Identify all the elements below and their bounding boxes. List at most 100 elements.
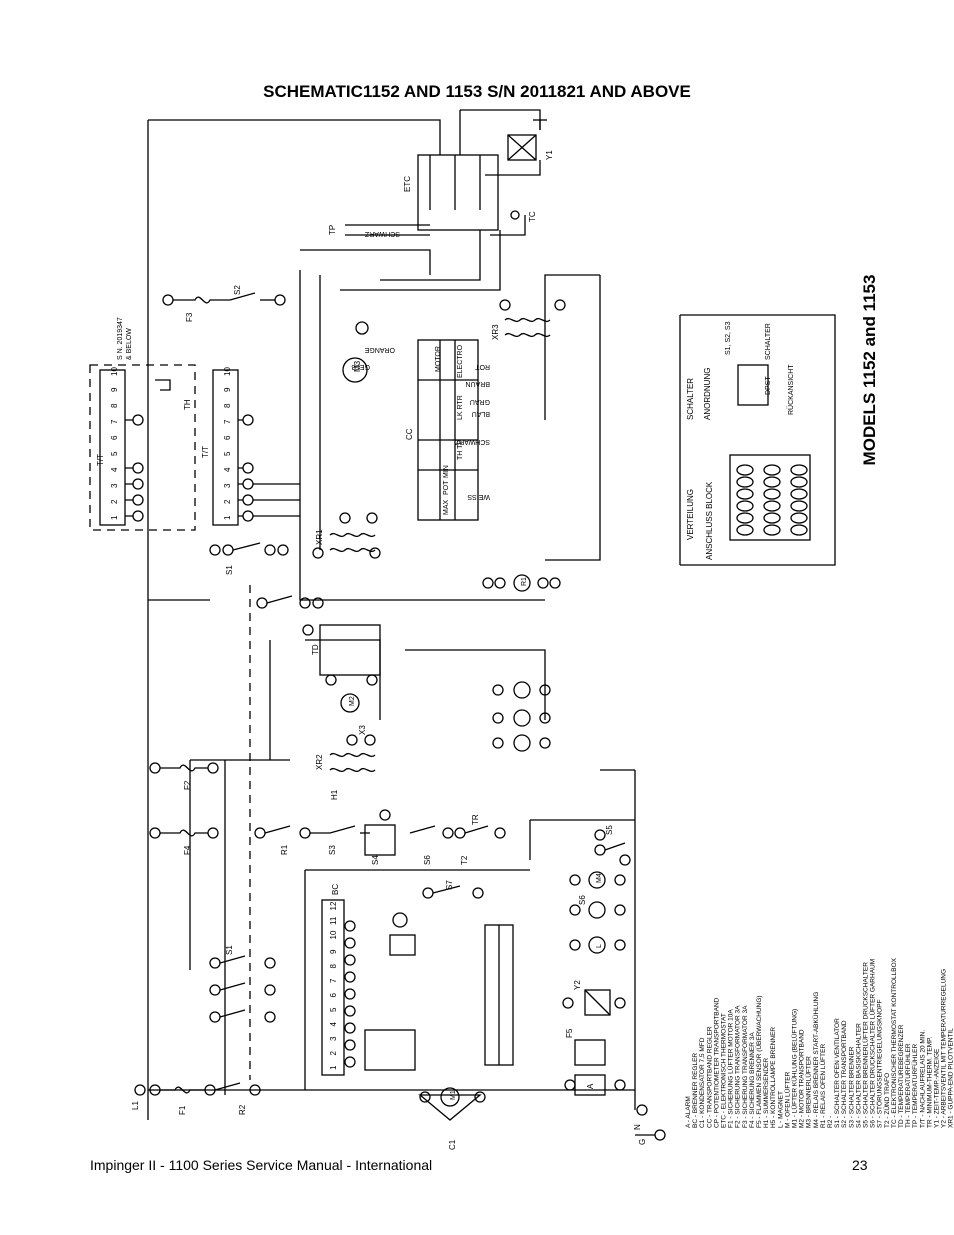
f5-label: F5 — [565, 1028, 574, 1038]
verteilung-terminal — [736, 488, 754, 500]
wire-color-grau: GRAU — [470, 398, 490, 405]
legend-entry: TR - MINIMUM-THERM. TEMP. — [926, 1036, 933, 1128]
bc-number: 3 — [329, 1036, 338, 1041]
legend-entry: F4 - SICHERUNG BRENNER 3A — [749, 1032, 756, 1128]
legend-entry: CC - TRANSPORTBAND REGLER — [706, 1026, 713, 1128]
footer-manual-title: Impinger II - 1100 Series Service Manual… — [90, 1157, 433, 1173]
verteilung-terminal — [790, 488, 808, 500]
c1-label: C1 — [448, 1139, 457, 1150]
xr1-label: XR1 — [315, 529, 324, 545]
legend-entry: M2 - MOTOR TRANSPORTBAND — [799, 1029, 806, 1128]
f1-label: F1 — [178, 1105, 187, 1115]
tt-upper-label: T/T — [96, 454, 105, 466]
sn-note-line2: & BELOW — [126, 328, 133, 360]
s3-label: S3 — [328, 845, 337, 855]
bc-label: BC — [331, 884, 340, 895]
legend-entry: L - MAGNET — [777, 1091, 784, 1128]
s6-label: S6 — [423, 855, 432, 865]
m3-motor — [342, 357, 368, 383]
wire-color-gelb: GELB — [351, 363, 370, 370]
verteilung-terminal — [736, 524, 754, 536]
tc-wire — [490, 215, 526, 236]
tt-upper-number: 10 — [110, 367, 119, 376]
l1-f1-r2-row — [134, 1082, 261, 1096]
tt-lower-number: 10 — [223, 367, 232, 376]
bc-ring-terminals — [344, 912, 416, 1071]
legend-entry: C1 - KONDENSATOR 7,5 MFD — [699, 1037, 706, 1128]
bc-number: 5 — [329, 1007, 338, 1012]
n-label: N — [633, 1124, 642, 1130]
tt-lower-number: 6 — [223, 435, 232, 440]
legend-entry: H5 - KONTROLLAMPE BRENNER — [770, 1027, 777, 1128]
wire-color-orange: ORANGE — [364, 346, 395, 353]
s5-switch — [594, 829, 631, 866]
s1-lower-switch — [209, 955, 276, 1023]
verteilung-terminal — [790, 476, 808, 488]
tt-lower-number: 7 — [223, 419, 232, 424]
tt-upper-number: 1 — [110, 515, 119, 520]
verteilung-terminal — [763, 476, 781, 488]
motor-m2 — [325, 674, 378, 713]
tb-connector — [484, 924, 514, 1066]
legend-entry: TC - ELEKTRONISCHER THERMOSTAT KONTROLLB… — [891, 957, 898, 1128]
tt-upper-number: 9 — [110, 387, 119, 392]
tt-ring-terminals — [125, 414, 300, 522]
page-number: 23 — [852, 1157, 868, 1173]
cc-terminal-pot: POT — [443, 480, 450, 495]
xr1-transformer — [312, 512, 381, 559]
page-title: SCHEMATIC1152 AND 1153 S/N 2011821 AND A… — [263, 82, 691, 101]
legend-entry: XR1 - GUPPA-END PILOTVENTIL — [948, 1028, 954, 1128]
r1-contact-label: R1 — [280, 844, 289, 855]
tt-upper-number: 7 — [110, 419, 119, 424]
y2-label: Y2 — [573, 980, 582, 990]
tt-lower-label: T/T — [201, 446, 210, 458]
bc-block — [321, 899, 345, 1076]
legend-entry: H1 - SUMMERSENDER — [763, 1058, 770, 1128]
tc-label: TC — [528, 211, 537, 222]
verteilung-terminal — [736, 476, 754, 488]
verteilung-terminal — [736, 464, 754, 476]
verteilung-terminal — [790, 524, 808, 536]
bc-number: 1 — [329, 1065, 338, 1070]
verteilung-terminal — [763, 524, 781, 536]
legend-entry: Y2 - ARBEITSVENTIL MIT TEMPERATURREGELUN… — [941, 969, 948, 1128]
m-fan — [355, 321, 369, 335]
wire-color-braun: BRAUN — [465, 380, 490, 387]
verteilung-terminal — [790, 464, 808, 476]
legend-entry: F1 - SICHERUNG LÜFTER MOTOR 10A — [727, 1009, 735, 1128]
wire-color-weiss: WEISS — [467, 493, 490, 500]
verteilung-terminal — [763, 500, 781, 512]
tt-lower-number: 4 — [223, 467, 232, 472]
verteilung-title: VERTEILUNG — [686, 489, 695, 540]
verteilung-terminal — [736, 512, 754, 524]
s7-label: S7 — [445, 880, 454, 890]
m1-label: M1 — [450, 1090, 457, 1100]
switch-mid — [256, 595, 324, 609]
verteilung-terminal — [763, 464, 781, 476]
tt-upper-number: 5 — [110, 451, 119, 456]
r1-relay — [482, 574, 561, 592]
tt-lower-number: 5 — [223, 451, 232, 456]
cc-terminal-motor: MOTOR — [435, 346, 442, 372]
legend-entry: A - ALARM — [685, 1096, 692, 1128]
tt-upper-number: 3 — [110, 483, 119, 488]
xr3-transformer — [499, 299, 566, 338]
tt-dashed-box — [89, 364, 196, 531]
y1-label: Y1 — [545, 150, 554, 160]
tt-block-upper — [99, 369, 126, 526]
f3-label: F3 — [185, 312, 194, 322]
legend-entry: S2 - SCHALTER TRANSPORTBAND — [841, 1020, 848, 1128]
xr2-transformer — [329, 734, 376, 773]
legend-entry: S6 - SCHALTER DRUCKSCHALTER LÜFTER GARHA… — [869, 959, 877, 1128]
legend-entry: M - OFEN LÜFTER — [783, 1071, 791, 1128]
f3-s2-row — [162, 292, 286, 306]
tt-lower-number: 8 — [223, 403, 232, 408]
legend-entry: M4 - RELAIS BRENNER START-ABKÜHLUNG — [812, 992, 820, 1128]
cc-controller-box — [417, 339, 479, 521]
etc-label: ETC — [403, 176, 412, 192]
f2-label: F2 — [183, 780, 192, 790]
cc-terminal-th-tp: TH TP — [457, 440, 464, 460]
